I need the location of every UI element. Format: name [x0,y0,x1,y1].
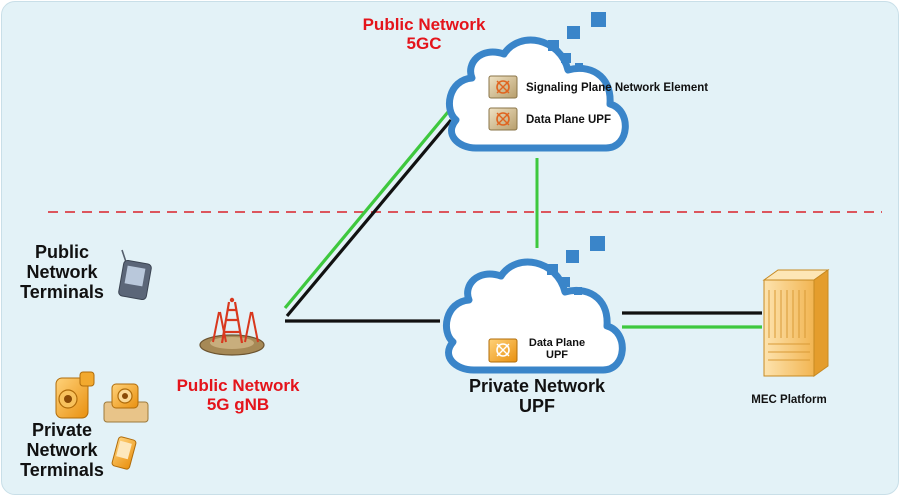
cloud-squares-icon [547,236,605,295]
private-data-plane-upf-label: Data Plane UPF [522,337,592,361]
private-terminals-label: Private Network Terminals [10,420,114,480]
data-plane-upf-label: Data Plane UPF [526,114,611,126]
private-terminals-line2: Network [26,439,98,460]
cell-tower-icon [199,297,265,356]
public-5gc-title-line2: 5GC [406,33,442,53]
private-upf-title-line2: UPF [519,395,555,416]
public-terminals-label: Public Network Terminals [10,242,114,302]
public-5gc-title: Public Network 5GC [340,15,508,53]
signaling-plane-label: Signaling Plane Network Element [526,82,709,94]
private-upf-title-line1: Private Network [468,376,606,396]
data-plane-upf-box-icon [488,107,518,131]
gnb-title-line1: Public Network [176,376,300,395]
public-terminals-line3: Terminals [20,281,104,302]
camera-icon [55,371,95,419]
cloud-squares-icon [548,12,606,71]
mec-platform-label: MEC Platform [751,394,827,406]
private-data-plane-upf-box-icon [488,338,518,363]
private-data-plane-line1: Data Plane [528,337,586,349]
private-upf-title: Private Network UPF [452,376,622,417]
gnb-title: Public Network 5G gNB [170,376,306,414]
gnb-to-5gc-link [283,110,453,318]
private-terminals-line3: Terminals [20,459,104,480]
private-upf-to-mec-link [622,311,762,329]
private-terminals-line1: Private [31,420,93,440]
tablet-icon [118,249,152,301]
public-terminals-line1: Public [34,242,89,262]
private-data-plane-line2: UPF [546,349,568,362]
phone-icon [111,436,137,470]
public-terminals-line2: Network [26,261,98,282]
webcam-icon [103,383,149,423]
server-rack-icon [762,269,830,377]
signaling-plane-box-icon [488,75,518,99]
gnb-title-line2: 5G gNB [206,394,270,414]
public-5gc-title-line1: Public Network [362,15,486,34]
